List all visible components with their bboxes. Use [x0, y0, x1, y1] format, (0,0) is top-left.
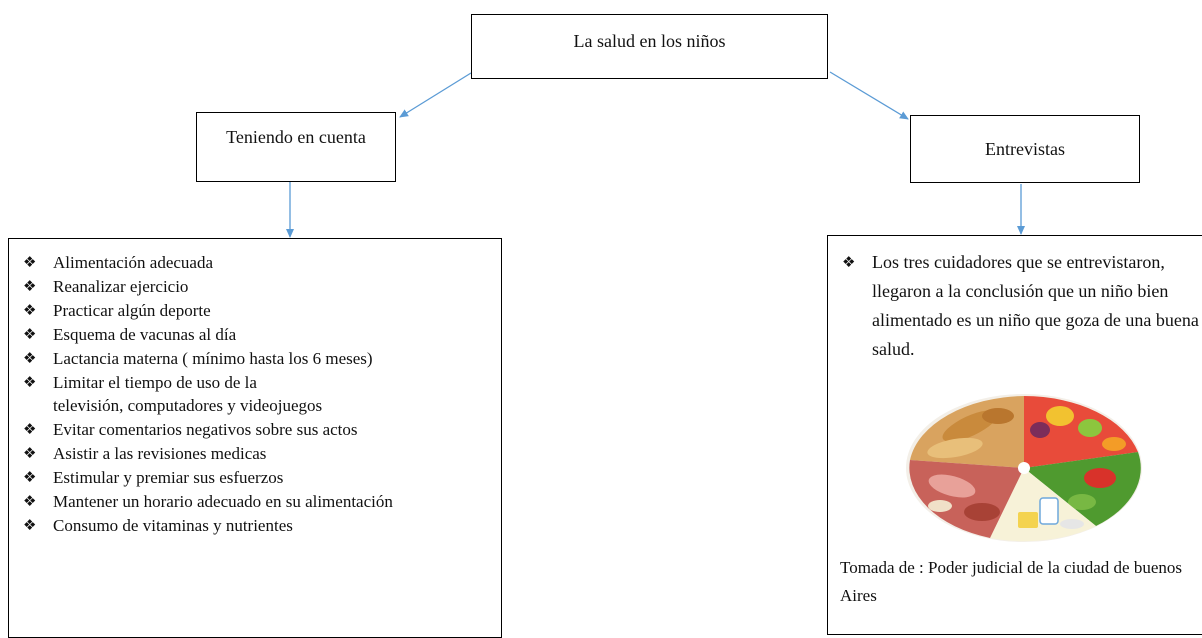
list-item-text: Esquema de vacunas al día	[53, 325, 237, 344]
diamond-bullet-icon: ❖	[23, 516, 37, 534]
list-item-text: Alimentación adecuada	[53, 253, 214, 272]
diamond-bullet-icon: ❖	[23, 301, 37, 319]
list-item: ❖ Los tres cuidadores que se entrevistaro…	[842, 248, 1202, 364]
connector-arrows	[286, 71, 1025, 238]
diamond-bullet-icon: ❖	[23, 373, 37, 391]
arrow-root-to-right	[829, 71, 909, 120]
list-item-text: Practicar algún deporte	[53, 301, 211, 320]
right-bullet-list: ❖ Los tres cuidadores que se entrevistaro…	[842, 248, 1201, 364]
image-source-caption: Tomada de : Poder judicial de la ciudad …	[840, 558, 1183, 605]
right-branch-label: Entrevistas	[985, 138, 1065, 159]
diamond-bullet-icon: ❖	[23, 420, 37, 438]
right-branch-node: Entrevistas	[910, 115, 1140, 183]
food-wheel-image	[906, 394, 1142, 542]
list-item: ❖ Esquema de vacunas al día	[23, 323, 491, 346]
left-list-box: ❖ Alimentación adecuada ❖ Reanalizar ejerc…	[8, 238, 502, 638]
list-item: ❖ Evitar comentarios negativos sobre sus …	[23, 418, 491, 441]
list-item-text: Evitar comentarios negativos sobre sus a…	[53, 420, 358, 439]
list-item: ❖ Alimentación adecuada	[23, 251, 491, 274]
arrow-root-to-left	[399, 72, 472, 118]
list-item: ❖ Lactancia materna ( mínimo hasta los 6 …	[23, 347, 491, 370]
list-item-text: Asistir a las revisiones medicas	[53, 444, 267, 463]
list-item: ❖ Estimular y premiar sus esfuerzos	[23, 466, 491, 489]
diamond-bullet-icon: ❖	[23, 349, 37, 367]
root-node: La salud en los niños	[471, 14, 828, 79]
list-item: ❖ Reanalizar ejercicio	[23, 275, 491, 298]
left-branch-node: Teniendo en cuenta	[196, 112, 396, 182]
right-content-box: ❖ Los tres cuidadores que se entrevistaro…	[827, 235, 1202, 635]
diamond-bullet-icon: ❖	[23, 492, 37, 510]
list-item: ❖ Consumo de vitaminas y nutrientes	[23, 514, 491, 537]
left-bullet-list: ❖ Alimentación adecuada ❖ Reanalizar ejerc…	[23, 251, 491, 537]
left-branch-label: Teniendo en cuenta	[226, 127, 366, 147]
diamond-bullet-icon: ❖	[23, 277, 37, 295]
list-item-text: Limitar el tiempo de uso de la televisió…	[53, 373, 323, 415]
diamond-bullet-icon: ❖	[23, 468, 37, 486]
diamond-bullet-icon: ❖	[23, 253, 37, 271]
diamond-bullet-icon: ❖	[23, 325, 37, 343]
root-node-label: La salud en los niños	[573, 31, 726, 51]
diamond-bullet-icon: ❖	[23, 444, 37, 462]
list-item-text: Lactancia materna ( mínimo hasta los 6 m…	[53, 349, 373, 368]
list-item: ❖ Practicar algún deporte	[23, 299, 491, 322]
list-item-text: Los tres cuidadores que se entrevistaron…	[872, 252, 1199, 359]
list-item-text: Estimular y premiar sus esfuerzos	[53, 468, 284, 487]
list-item-text: Reanalizar ejercicio	[53, 277, 189, 296]
list-item-text: Mantener un horario adecuado en su alime…	[53, 492, 393, 511]
list-item: ❖ Limitar el tiempo de uso de la televisi…	[23, 371, 323, 417]
list-item: ❖ Asistir a las revisiones medicas	[23, 442, 491, 465]
list-item-text: Consumo de vitaminas y nutrientes	[53, 516, 293, 535]
diamond-bullet-icon: ❖	[842, 253, 856, 271]
list-item: ❖ Mantener un horario adecuado en su alim…	[23, 490, 491, 513]
